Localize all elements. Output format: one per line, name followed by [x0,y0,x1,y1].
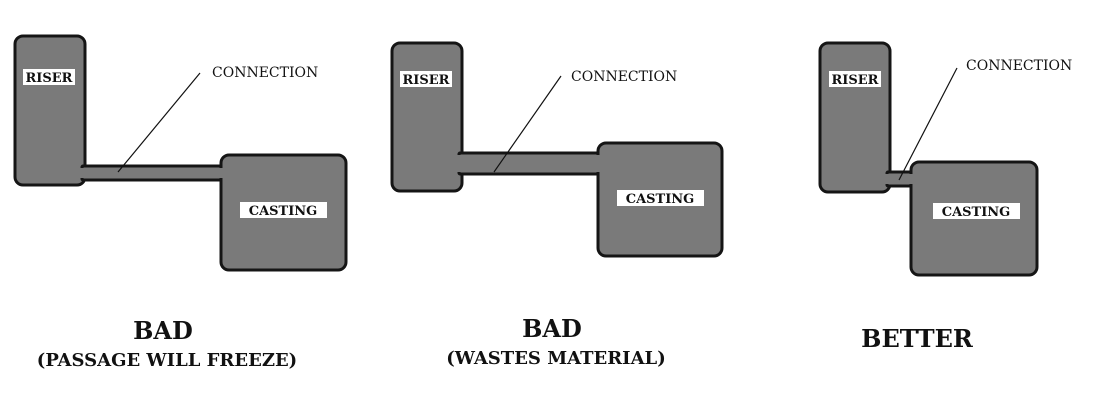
verdict-title: BETTER [861,324,974,353]
riser-shape [13,34,87,187]
casting-label-box [240,202,327,218]
riser-label: RISER [832,73,879,88]
casting-label: CASTING [942,205,1011,220]
connection-leader-line [117,72,201,173]
riser-label: RISER [403,73,450,88]
riser-label: RISER [26,71,73,86]
panel-better: RISER CASTING CONNECTION BETTER [818,41,1072,353]
riser-label-box [400,71,452,87]
verdict-reason: (PASSAGE WILL FREEZE) [37,350,297,371]
connection-label: CONNECTION [212,65,318,81]
riser-shape [390,41,464,193]
connection-leader-line [898,67,958,181]
joint-fill [594,155,602,172]
connection-passage [80,164,226,182]
casting-label: CASTING [249,204,318,219]
riser-label-box [23,69,75,85]
joint-fill [217,168,225,178]
connection-label: CONNECTION [966,58,1072,74]
connection-leader-line [493,75,562,173]
riser-shape [818,41,892,194]
casting-label: CASTING [626,192,695,207]
joint-fill [885,174,893,184]
verdict-reason: (WASTES MATERIAL) [446,348,665,369]
verdict-title: BAD [133,316,193,345]
verdict-title: BAD [522,314,582,343]
joint-fill [457,155,465,172]
joint-fill [80,168,88,178]
casting-label-box [933,203,1020,219]
riser-label-box [829,71,881,87]
panel-bad-freeze: RISER CASTING CONNECTION BAD (PASSAGE WI… [13,34,348,371]
panel-bad-wastes: RISER CASTING CONNECTION BAD (WASTES MAT… [390,41,724,369]
connection-passage [457,151,603,176]
joint-fill [908,174,916,184]
casting-label-box [617,190,704,206]
connection-label: CONNECTION [571,69,677,85]
